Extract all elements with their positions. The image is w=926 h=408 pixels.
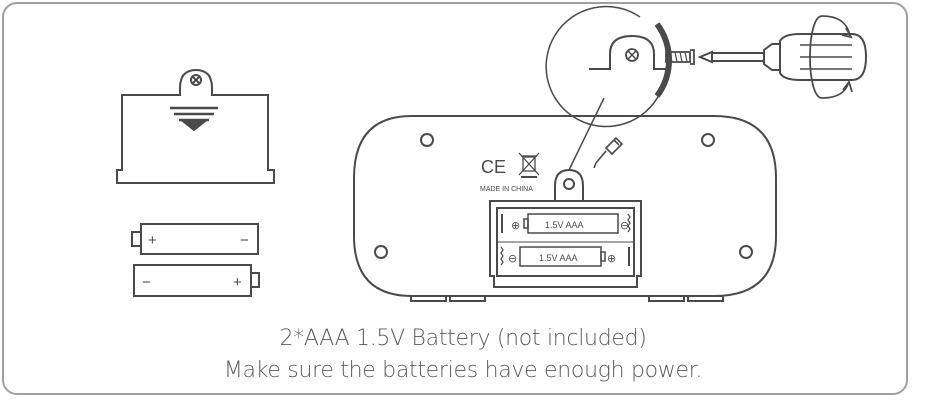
rotate-arrow-icon — [809, 15, 853, 99]
battery-plus-label: + — [233, 274, 242, 291]
polarity-minus: ⊖ — [620, 219, 629, 232]
screw-hole — [739, 245, 753, 259]
screw-hole — [701, 133, 715, 147]
spring-contact — [627, 213, 631, 233]
battery-label: 1.5V AAA — [539, 253, 578, 263]
loose-battery-2: − + — [133, 264, 260, 297]
battery-minus-label: − — [142, 274, 151, 291]
battery-power-caption: Make sure the batteries have enough powe… — [223, 358, 703, 383]
made-in-label: MADE IN CHINA — [480, 186, 533, 193]
compartment-battery-1: 1.5V AAA ⊕ ⊖ — [501, 213, 631, 234]
screw-icon — [190, 74, 202, 86]
zoom-detail — [545, 5, 695, 128]
battery-minus-label: − — [240, 232, 249, 249]
screwdriver-small-icon — [593, 136, 624, 169]
screw-hole — [420, 133, 434, 147]
device-back — [353, 115, 777, 302]
spring-contact — [500, 246, 504, 266]
screw-hole — [374, 245, 388, 259]
screw-thread — [665, 51, 691, 63]
compartment-battery-2: 1.5V AAA ⊖ ⊕ — [500, 246, 630, 267]
zoom-leader-line — [568, 97, 605, 171]
polarity-plus: ⊕ — [607, 252, 616, 265]
compartment-tab — [554, 168, 584, 201]
ce-mark: CE — [481, 157, 506, 177]
screw-icon — [625, 48, 639, 62]
polarity-plus: ⊕ — [511, 219, 520, 232]
battery-compartment — [489, 200, 642, 288]
battery-label: 1.5V AAA — [545, 220, 584, 230]
battery-requirement-caption: 2*AAA 1.5V Battery (not included) — [279, 326, 647, 351]
screwdriver-icon — [697, 33, 868, 81]
weee-bin-icon — [518, 152, 540, 178]
diagram-frame — [2, 2, 908, 395]
loose-battery-1: + − — [131, 223, 259, 255]
battery-plus-label: + — [148, 232, 157, 249]
polarity-minus: ⊖ — [508, 252, 517, 265]
battery-cover — [116, 68, 275, 184]
